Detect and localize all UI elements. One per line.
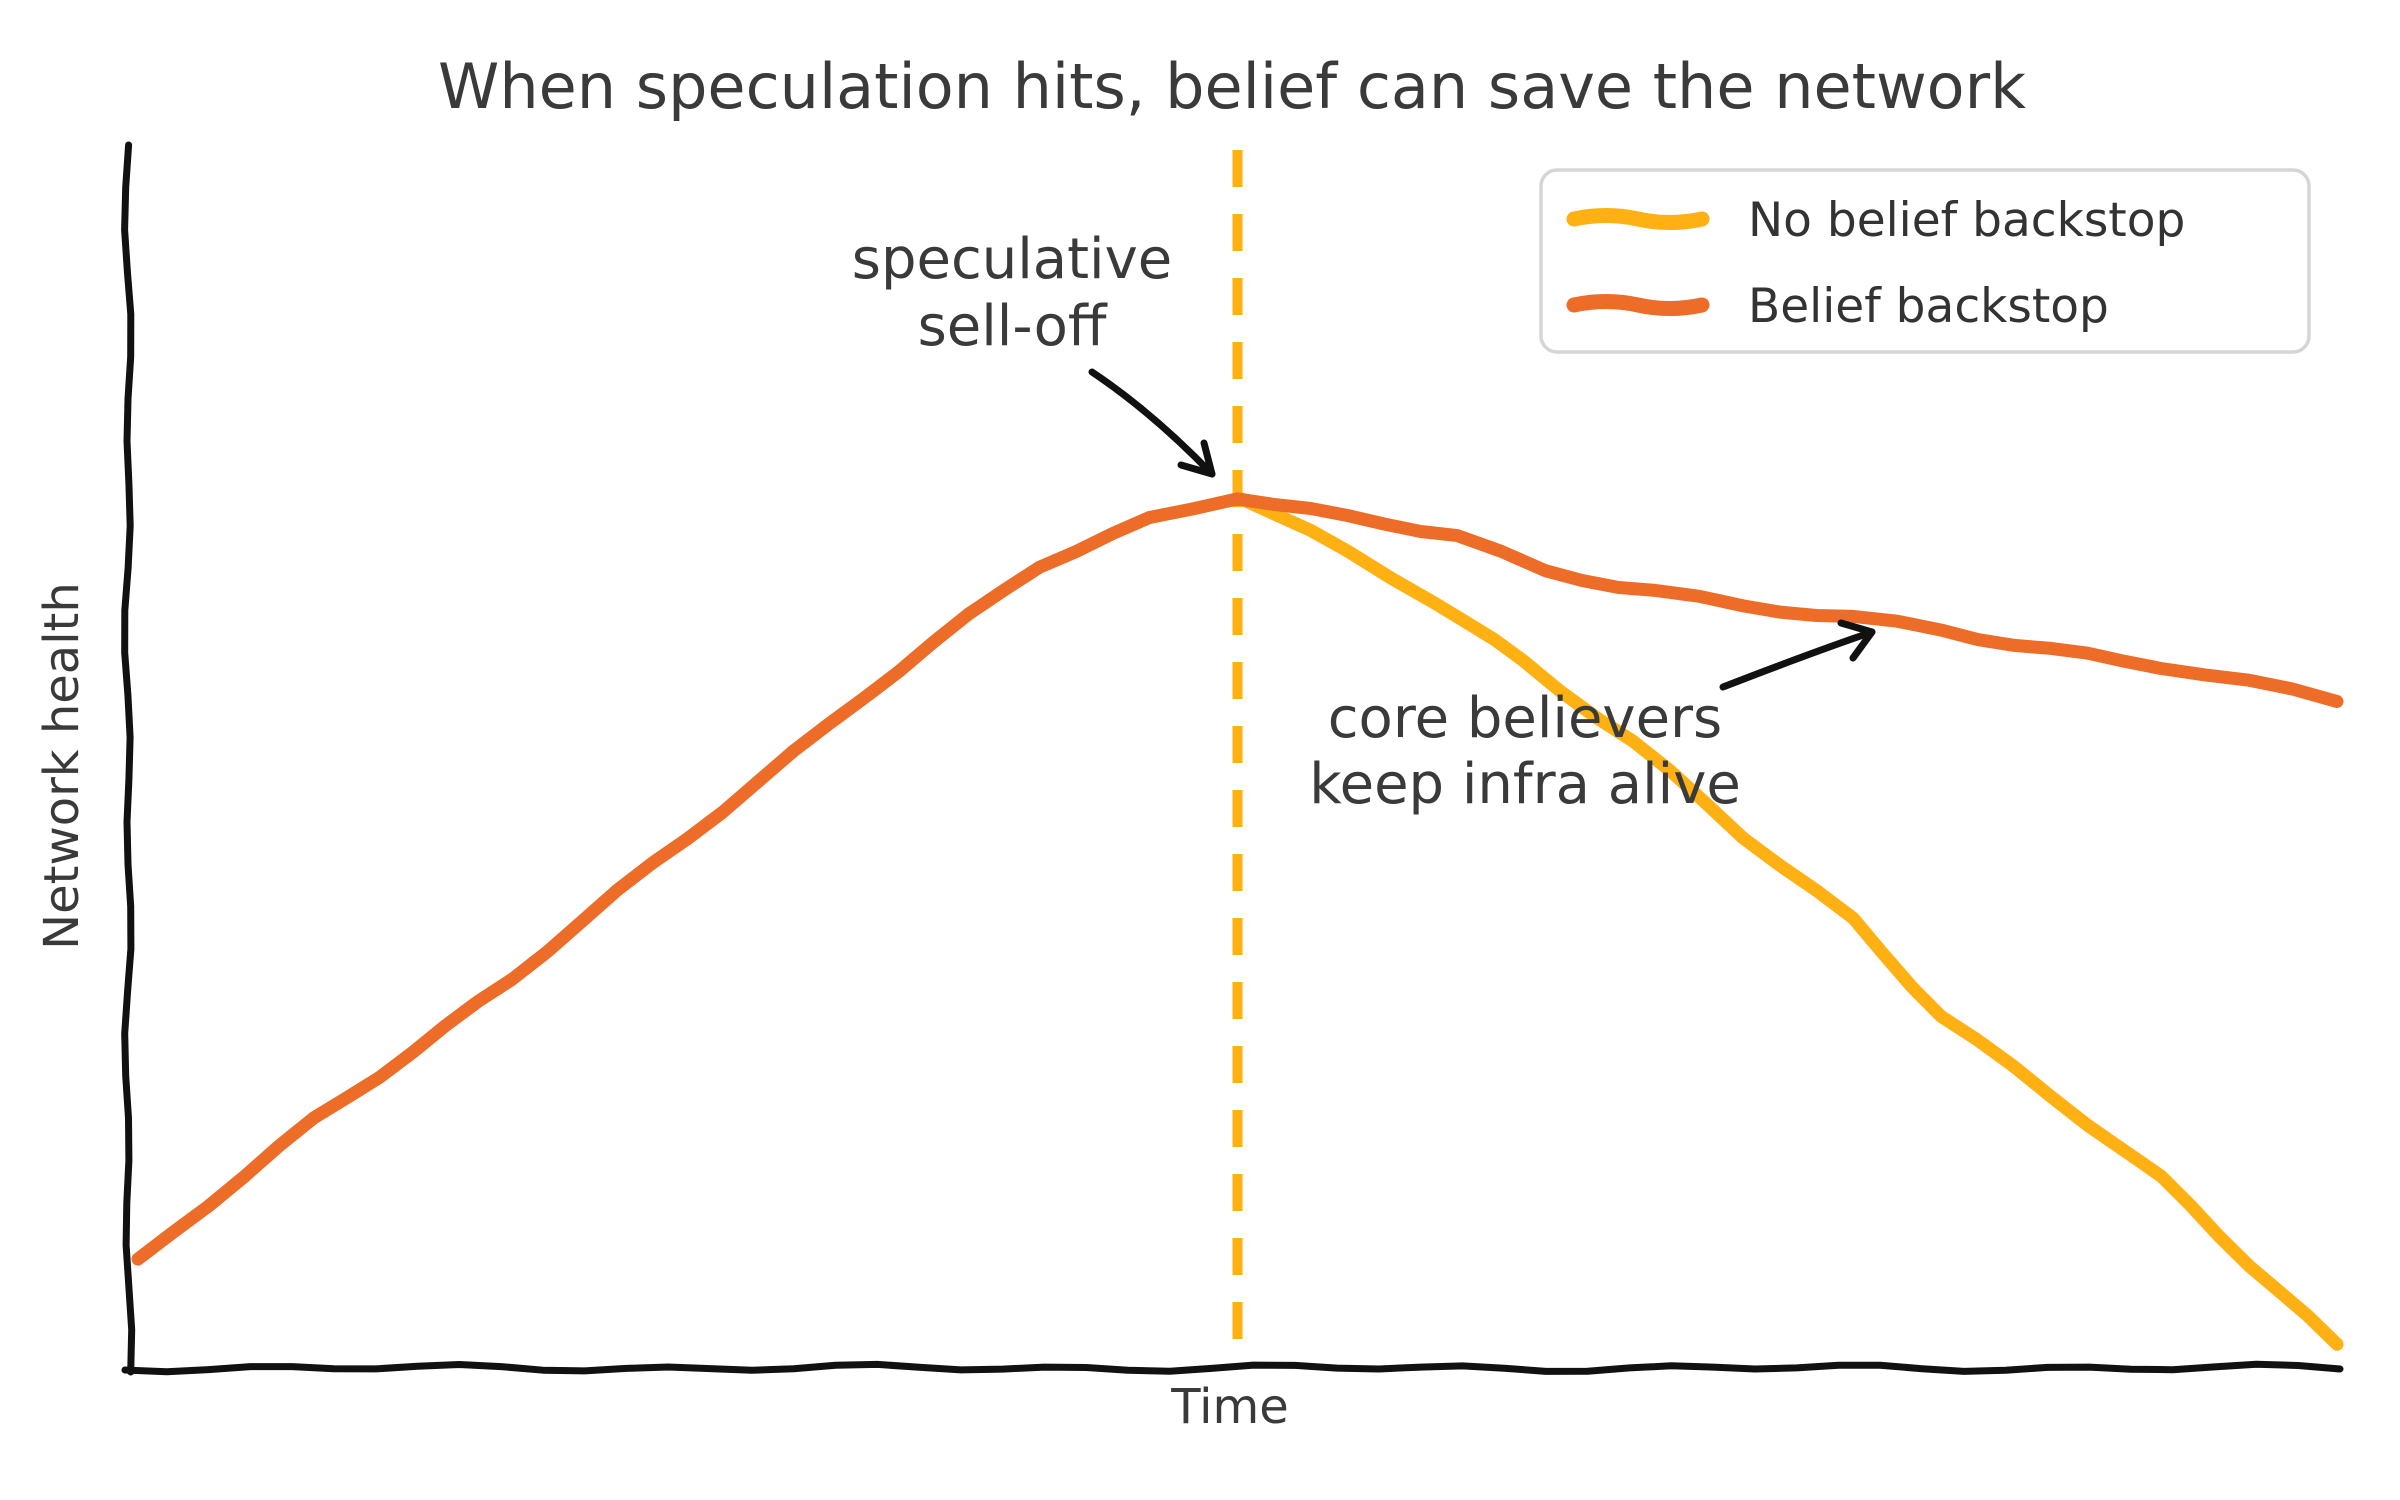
chart-title: When speculation hits, belief can save t…: [438, 50, 2026, 123]
annotation-selloff: speculative sell-off: [852, 227, 1172, 359]
annotation-selloff-line2: sell-off: [918, 294, 1108, 359]
legend-box: [1539, 168, 2311, 354]
y-axis-line: [121, 141, 136, 1376]
annotation-arrow-selloff: [1088, 368, 1216, 478]
series-line-no-belief-backstop: [1231, 490, 2344, 1351]
annotation-believers: core believers keep infra alive: [1309, 686, 1741, 817]
annotation-arrow-believers: [1719, 619, 1876, 691]
x-axis-line: [121, 1360, 2344, 1376]
legend-label-no-belief-backstop: No belief backstop: [1748, 193, 2185, 248]
series-line-belief-backstop: [131, 492, 2344, 1266]
annotation-believers-line1: core believers: [1328, 686, 1722, 751]
annotation-selloff-line1: speculative: [852, 227, 1172, 292]
legend-swatch-no-belief-backstop: [1566, 208, 1710, 230]
legend-swatch-belief-backstop: [1566, 294, 1710, 316]
x-axis-label: Time: [1170, 1379, 1288, 1435]
y-axis-label: Network health: [34, 582, 90, 950]
legend: No belief backstop Belief backstop: [1539, 168, 2311, 354]
annotation-believers-line2: keep infra alive: [1309, 752, 1741, 817]
legend-label-belief-backstop: Belief backstop: [1748, 279, 2109, 334]
